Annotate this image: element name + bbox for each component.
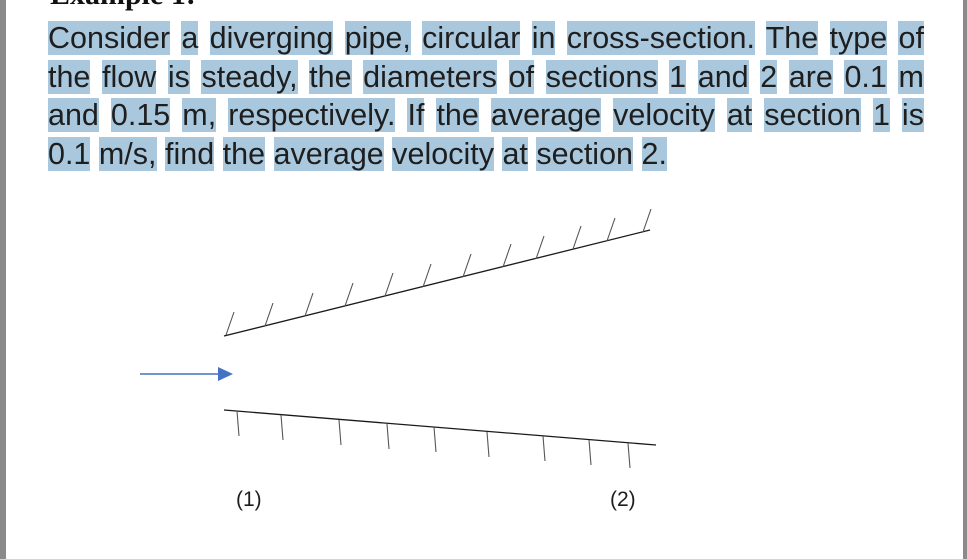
problem-word: are <box>788 59 833 94</box>
problem-word: diverging <box>209 21 334 55</box>
lower-wall-hatching <box>236 410 631 469</box>
section-1-label: (1) <box>236 488 262 511</box>
problem-word: The <box>765 21 819 55</box>
problem-word: the <box>222 136 266 171</box>
problem-word: velocity <box>392 136 494 171</box>
problem-word: the <box>48 59 91 94</box>
problem-word: sections <box>545 59 658 94</box>
problem-word: cross-section. <box>566 21 755 55</box>
problem-word: and <box>697 59 749 94</box>
problem-word: the <box>309 59 352 94</box>
problem-word: velocity <box>613 98 715 132</box>
problem-word: steady, <box>201 59 298 94</box>
problem-word: pipe, <box>344 21 411 55</box>
problem-word: 0.1 <box>844 59 887 94</box>
problem-word: 1 <box>669 59 687 94</box>
problem-word: of <box>898 21 924 55</box>
section-2-label: (2) <box>610 488 636 511</box>
problem-word: If <box>407 98 425 132</box>
diverging-pipe-diagram: (1) (2) <box>140 190 670 535</box>
problem-word: type <box>829 21 888 55</box>
window-border-right <box>963 0 967 559</box>
problem-word: in <box>531 21 556 55</box>
problem-word: is <box>901 98 924 132</box>
flow-arrow-icon <box>218 367 233 381</box>
upper-wall-hatching <box>225 208 652 336</box>
problem-word: average <box>273 136 384 171</box>
problem-word: find <box>164 136 215 171</box>
example-heading: Example 1: <box>50 0 196 12</box>
problem-word: m, <box>182 98 217 132</box>
problem-word: m <box>898 59 924 94</box>
problem-word: section <box>764 98 861 132</box>
problem-word: 0.1 <box>48 136 91 171</box>
problem-word: of <box>508 59 535 94</box>
problem-word: a <box>181 21 199 55</box>
problem-word: m/s, <box>98 136 157 171</box>
problem-word: diameters <box>363 59 498 94</box>
problem-word: 1 <box>872 98 890 132</box>
problem-statement: Consider a diverging pipe, circular in c… <box>48 19 924 173</box>
problem-word: flow <box>102 59 157 94</box>
problem-word: 2. <box>641 136 667 171</box>
problem-word: Consider <box>48 21 171 55</box>
problem-word: section <box>536 136 634 171</box>
window-border-left <box>0 0 6 559</box>
problem-word: average <box>490 98 602 132</box>
problem-word: and <box>48 98 99 132</box>
pipe-upper-wall <box>223 229 651 337</box>
problem-word: 0.15 <box>110 98 171 132</box>
pipe-lower-wall <box>223 409 657 446</box>
problem-word: circular <box>422 21 521 55</box>
problem-word: 2 <box>760 59 778 94</box>
problem-word: respectively. <box>228 98 396 132</box>
problem-word: at <box>502 136 528 171</box>
problem-word: at <box>726 98 753 132</box>
problem-word: the <box>436 98 479 132</box>
pipe-drawing <box>140 208 657 469</box>
problem-word: is <box>167 59 190 94</box>
